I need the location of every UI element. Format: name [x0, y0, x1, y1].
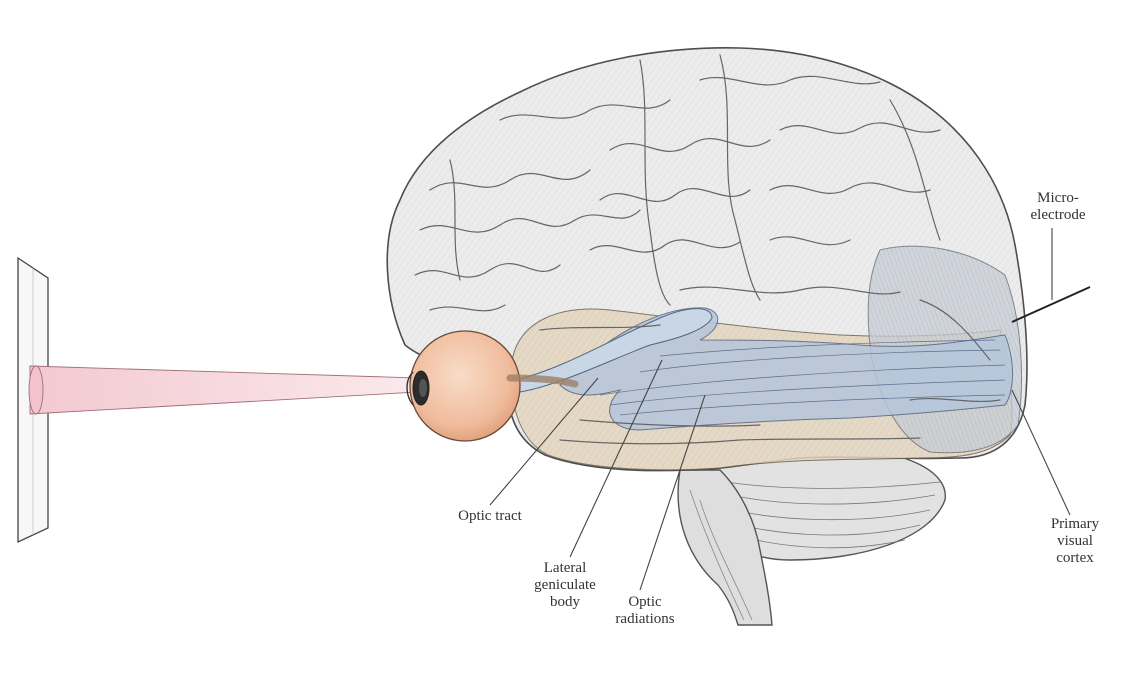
leader-optic-radiations: [639, 394, 706, 591]
label-optic-radiations: Optic radiations: [615, 594, 675, 627]
gyri-lines: [414, 54, 1001, 445]
label-optic-tract: Optic tract: [458, 508, 522, 524]
leader-lateral-geniculate-body: [569, 359, 663, 558]
optic-radiations: [514, 307, 1013, 431]
brainstem: [677, 469, 773, 626]
leader-optic-tract: [489, 377, 599, 506]
light-cone: [28, 365, 419, 415]
eye-illustration: [406, 330, 579, 442]
leader-primary-visual-cortex: [1011, 389, 1071, 516]
label-microelectrode: Micro- electrode: [1030, 190, 1086, 223]
label-lateral-geniculate-body: Lateral geniculate body: [534, 560, 596, 610]
microelectrode-needle: [1011, 286, 1091, 323]
leader-lines: [489, 228, 1071, 591]
label-primary-visual-cortex: Primary visual cortex: [1050, 516, 1100, 566]
